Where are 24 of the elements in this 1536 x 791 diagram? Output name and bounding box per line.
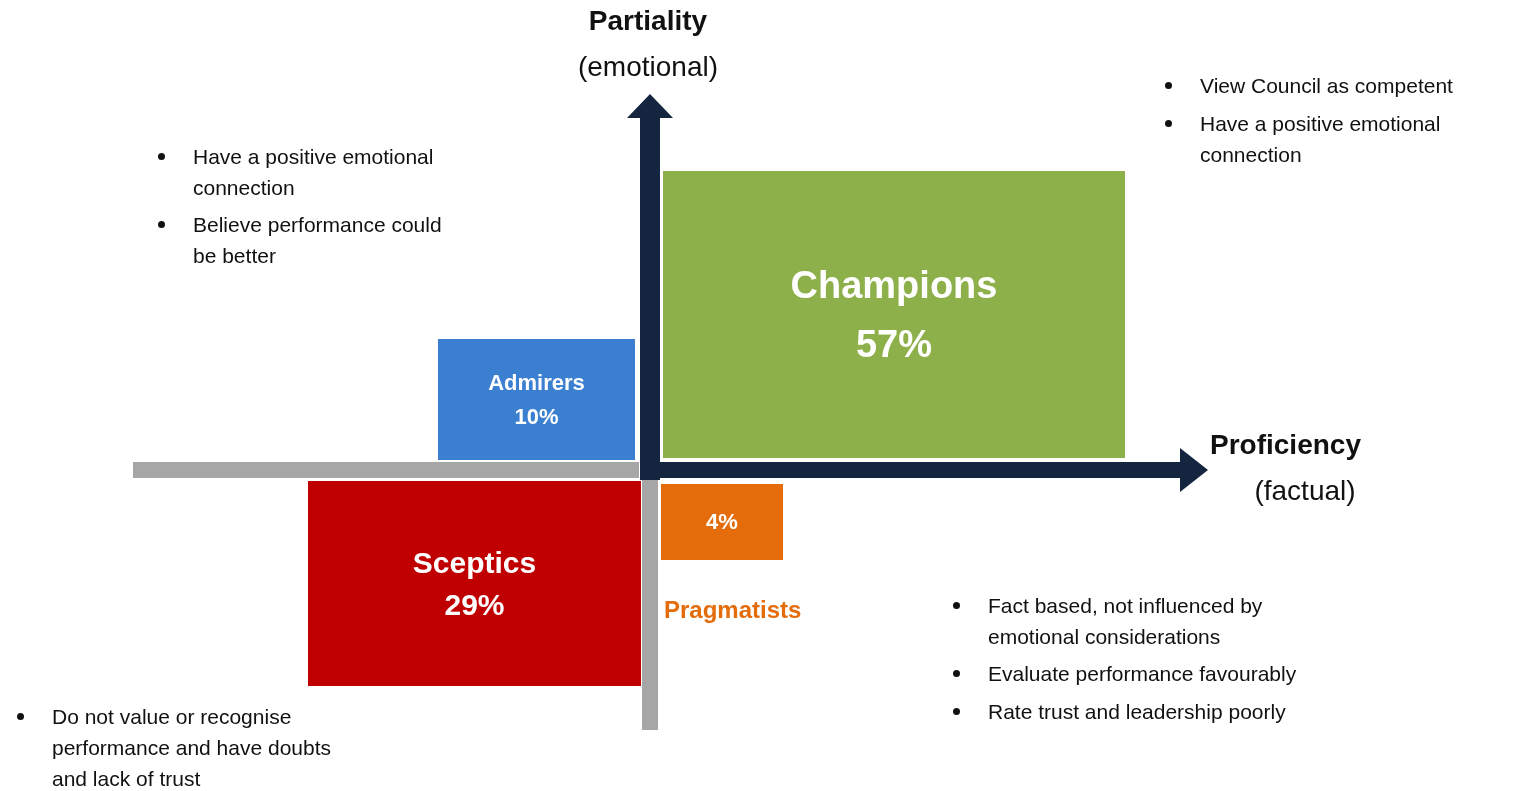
segment-name: Champions — [790, 263, 998, 307]
bullet-point: Have a positive emotional connection — [193, 145, 434, 199]
axis-label: Proficiency — [1210, 428, 1362, 462]
axis-label: (emotional) — [576, 50, 720, 84]
bullet-point: Rate trust and leadership poorly — [988, 700, 1286, 723]
quadrant-box — [661, 484, 783, 560]
percentage: 57% — [855, 322, 933, 366]
segment-name: Pragmatists — [664, 595, 803, 625]
axis-label: Partiality — [587, 4, 709, 38]
quadrant-box — [308, 481, 641, 686]
percentage: 29% — [444, 587, 505, 622]
percentage: 10% — [514, 403, 559, 430]
quadrant-box — [438, 339, 635, 460]
segment-name: Admirers — [488, 369, 585, 396]
axis-label: (factual) — [1253, 474, 1357, 508]
bullet-point: Fact based, not influenced by emotional considerations — [988, 594, 1263, 648]
quadrant-box — [663, 171, 1125, 458]
bullet-point: Have a positive emotional connection — [1200, 112, 1441, 166]
segment-name: Sceptics — [412, 545, 537, 580]
bullet-point: Do not value or recognise performance and have doubts and lack of trust — [52, 705, 332, 790]
bullet-point: View Council as competent — [1200, 74, 1453, 97]
segment-name: 4% — [706, 509, 738, 535]
bullet-point: Evaluate performance favourably — [988, 662, 1297, 685]
bullet-point: Believe performance could be better — [193, 213, 442, 267]
